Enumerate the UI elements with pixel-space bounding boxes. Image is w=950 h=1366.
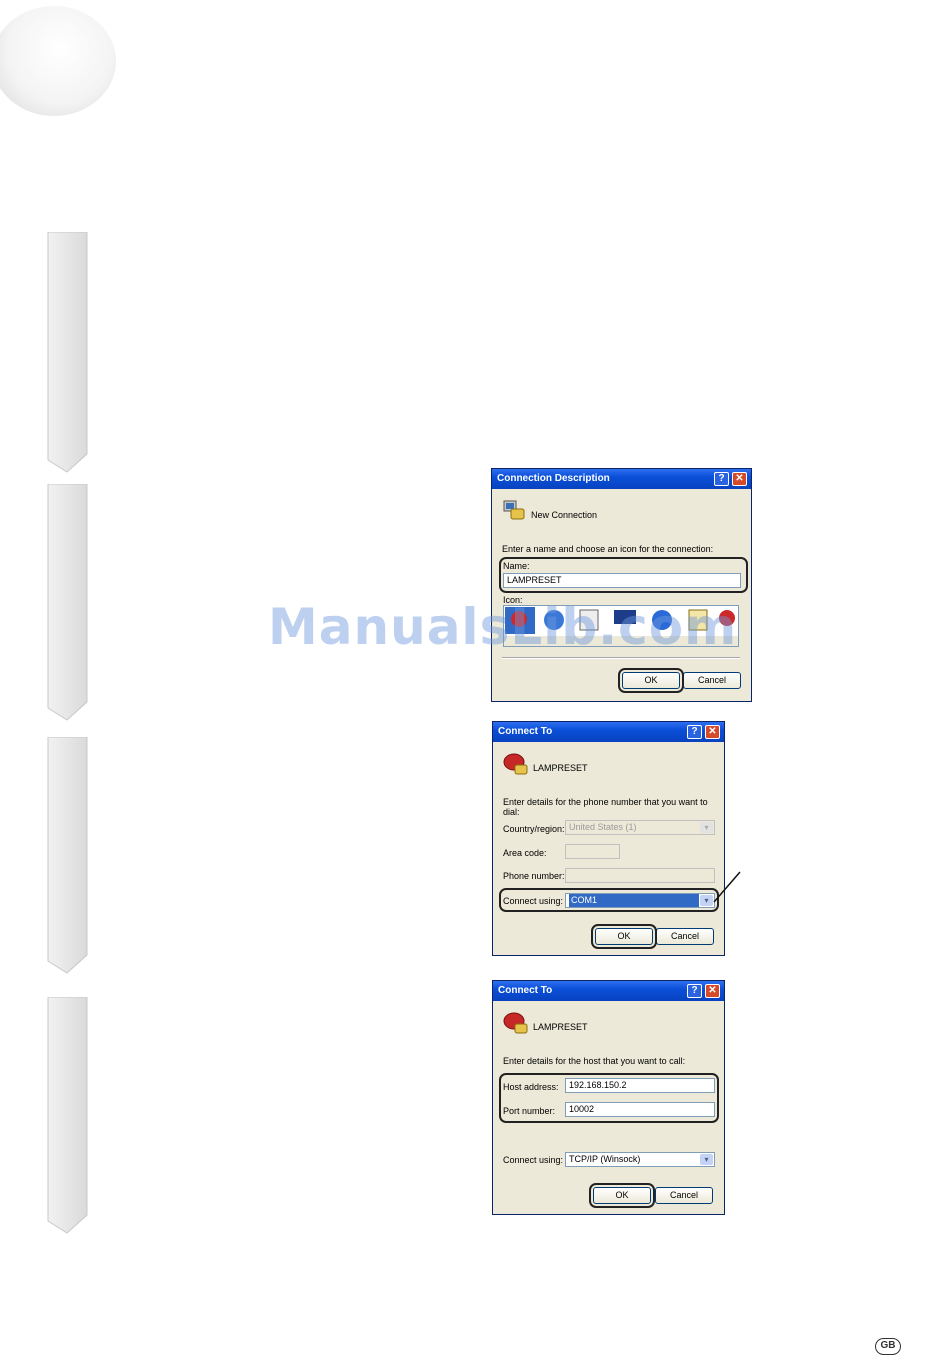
connect-using-label: Connect using: [503, 1155, 564, 1165]
name-label: Name: [503, 561, 530, 571]
cancel-button[interactable]: Cancel [655, 1187, 713, 1204]
country-select: United States (1) ▾ [565, 820, 715, 835]
separator [502, 657, 740, 659]
corner-circle-decoration [0, 6, 116, 116]
connect-using-label: Connect using: [503, 896, 564, 906]
country-value: United States (1) [569, 822, 637, 832]
watermark: ManualsLib.com [268, 598, 738, 656]
dialog-title: Connection Description [497, 473, 610, 484]
ok-button[interactable]: OK [622, 672, 680, 689]
dialog-titlebar: Connect To ? ✕ [493, 981, 724, 1001]
dialog-title: Connect To [498, 726, 553, 737]
ok-highlight-frame [618, 668, 684, 693]
host-address-label: Host address: [503, 1082, 559, 1092]
cancel-button[interactable]: Cancel [683, 672, 741, 689]
phone-number-field [565, 868, 715, 883]
dialog-heading: New Connection [531, 510, 598, 520]
help-icon[interactable]: ? [687, 725, 702, 739]
close-icon[interactable]: ✕ [705, 984, 720, 998]
phone-number-label: Phone number: [503, 871, 565, 881]
connect-using-highlight-frame [499, 888, 719, 912]
country-label: Country/region: [503, 824, 565, 834]
icon-list [505, 607, 735, 634]
host-port-highlight-frame [499, 1073, 719, 1123]
instruction-text: Enter a name and choose an icon for the … [502, 544, 714, 554]
area-code-field [565, 844, 620, 859]
connect-to-phone-dialog: Connect To ? ✕ LAMPRESET Enter details f… [492, 721, 725, 956]
close-icon[interactable]: ✕ [732, 472, 747, 486]
side-tab-4 [47, 997, 88, 1235]
port-number-field[interactable]: 10002 [565, 1102, 715, 1117]
connect-to-host-dialog: Connect To ? ✕ LAMPRESET Enter details f… [492, 980, 725, 1215]
ok-button[interactable]: OK [595, 928, 653, 945]
language-badge: GB [875, 1338, 901, 1355]
port-number-label: Port number: [503, 1106, 556, 1116]
connection-description-dialog: Connection Description ? ✕ New Connectio… [491, 468, 752, 702]
new-connection-icon [503, 500, 525, 520]
name-highlight-frame [499, 557, 748, 593]
chevron-down-icon[interactable]: ▾ [700, 895, 713, 906]
connect-using-select[interactable]: TCP/IP (Winsock) ▾ [565, 1152, 715, 1167]
connect-using-value: COM1 [569, 894, 699, 907]
host-address-field[interactable]: 192.168.150.2 [565, 1078, 715, 1093]
connect-using-value: TCP/IP (Winsock) [569, 1154, 641, 1164]
side-tab-1 [47, 232, 88, 474]
ok-button[interactable]: OK [593, 1187, 651, 1204]
instruction-text: Enter details for the phone number that … [503, 797, 708, 817]
connect-using-select[interactable]: COM1 ▾ [565, 893, 715, 908]
help-icon[interactable]: ? [687, 984, 702, 998]
dialog-titlebar: Connection Description ? ✕ [492, 469, 751, 489]
icon-label: Icon: [503, 595, 523, 605]
side-tab-2 [47, 484, 88, 722]
callout-line [713, 871, 741, 903]
phone-connection-icon [503, 1012, 528, 1034]
ok-highlight-frame [591, 924, 657, 949]
help-icon[interactable]: ? [714, 472, 729, 486]
chevron-down-icon[interactable]: ▾ [700, 1154, 713, 1165]
area-code-label: Area code: [503, 848, 547, 858]
close-icon[interactable]: ✕ [705, 725, 720, 739]
side-tab-3 [47, 737, 88, 975]
dialog-heading: LAMPRESET [533, 763, 588, 773]
instruction-text: Enter details for the host that you want… [503, 1056, 686, 1066]
cancel-button[interactable]: Cancel [656, 928, 714, 945]
icon-picker[interactable] [503, 605, 739, 647]
dialog-titlebar: Connect To ? ✕ [493, 722, 724, 742]
ok-highlight-frame [589, 1183, 655, 1208]
dialog-title: Connect To [498, 985, 553, 996]
icon-scrollbar[interactable] [504, 636, 738, 646]
dialog-heading: LAMPRESET [533, 1022, 588, 1032]
chevron-down-icon: ▾ [700, 822, 713, 833]
name-field[interactable]: LAMPRESET [503, 573, 741, 588]
phone-connection-icon [503, 753, 528, 775]
